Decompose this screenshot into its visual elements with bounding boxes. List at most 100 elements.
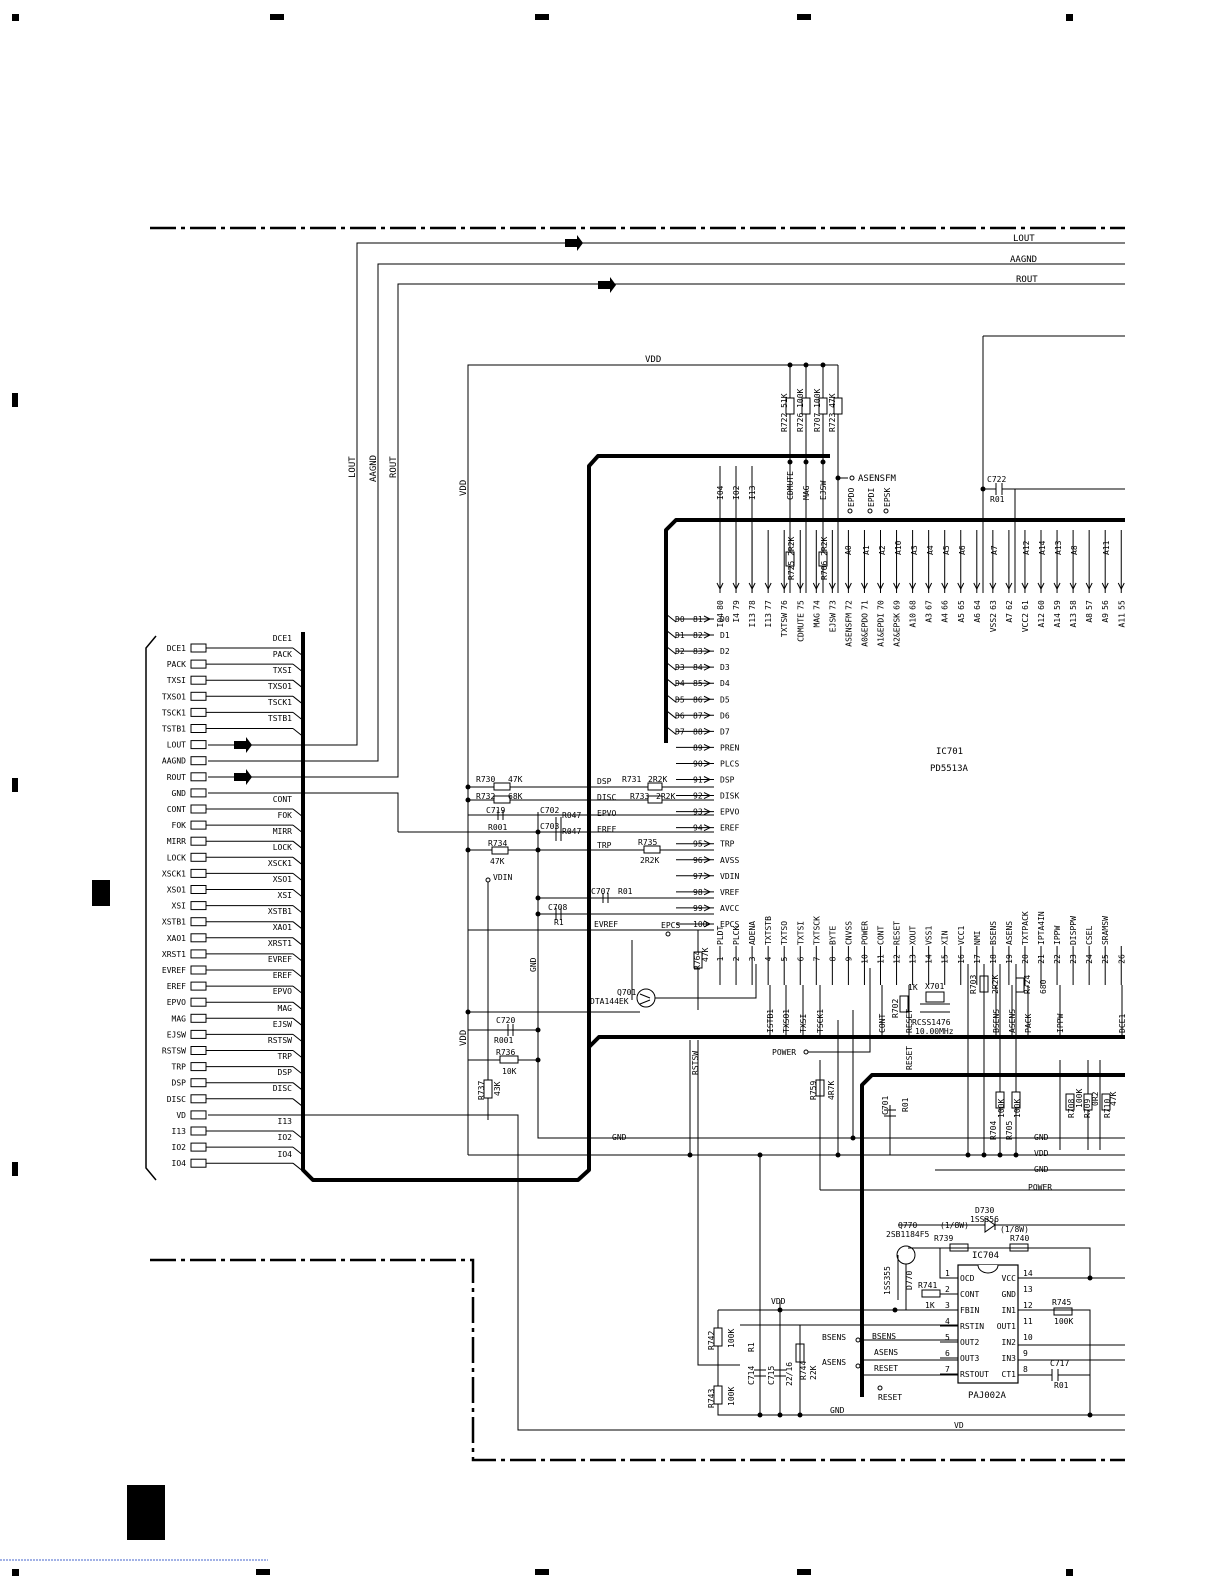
ic701-left-pin-arrow bbox=[703, 856, 712, 864]
evref-label: EVREF bbox=[594, 920, 618, 929]
c707-value: R01 bbox=[618, 887, 633, 896]
c707-label: C707 bbox=[591, 887, 610, 896]
ic701-bottom-pin-name: CSEL bbox=[1085, 926, 1094, 945]
connector-bus-entry bbox=[292, 1146, 304, 1156]
r737-value: 43K bbox=[493, 1081, 502, 1096]
connector-bus-entry bbox=[292, 1162, 304, 1172]
ic701-top-pin-number: 66 bbox=[941, 600, 950, 610]
ic701-bottom-pin-name: BYTE bbox=[828, 926, 837, 945]
ic701-bottom-pin-number: 9 bbox=[844, 956, 853, 961]
top-bus-net-label: A11 bbox=[1102, 540, 1111, 555]
ic701-bottom-pin-number: 10 bbox=[860, 954, 869, 964]
r742-value: 100K bbox=[727, 1329, 736, 1348]
ic701-top-pin-arrow bbox=[989, 582, 997, 591]
ic701-left-pin-number: 89 bbox=[693, 743, 703, 752]
power-section: POWER R759 4R7K C701 R01 RESET bbox=[772, 968, 914, 1190]
ic701-left-pin-arrow bbox=[703, 711, 712, 719]
ic701-top-pin-name: A3 bbox=[925, 613, 934, 623]
ic701-bottom-pin-number: 21 bbox=[1037, 954, 1046, 964]
data-bus-label: D0 bbox=[675, 615, 685, 624]
connector-pin-label: EPVO bbox=[167, 998, 186, 1007]
r731-value: 2R2K bbox=[648, 775, 667, 784]
bus-net-label: EPVO bbox=[273, 987, 292, 996]
connector-bus-entry bbox=[292, 873, 304, 882]
connector-bus-entry bbox=[292, 905, 304, 914]
r741-label: R741 bbox=[918, 1281, 937, 1290]
bus-net-label: CONT bbox=[273, 795, 292, 804]
ic701-top-pin-number: 60 bbox=[1037, 600, 1046, 610]
connector-bus-entry bbox=[292, 1050, 304, 1059]
ic701-bottom-pin-name: TXTSCK bbox=[812, 916, 821, 945]
ic701-top-pin-name: A10 bbox=[909, 613, 918, 628]
ic704-left-pin-name: CONT bbox=[960, 1290, 979, 1299]
power-label: POWER bbox=[772, 1048, 796, 1057]
c720-label: C720 bbox=[496, 1016, 515, 1025]
r740-label: R740 bbox=[1010, 1234, 1029, 1243]
ic701-top-pin-arrow bbox=[1069, 582, 1077, 591]
connector-pin-label: XRST1 bbox=[162, 950, 186, 959]
connector-pin-label: RSTSW bbox=[162, 1047, 186, 1056]
bus-net-label: EVREF bbox=[268, 955, 292, 964]
c717-label: C717 bbox=[1050, 1359, 1069, 1368]
connector-bus-entry bbox=[292, 985, 304, 995]
top-bus-net-label: A14 bbox=[1038, 540, 1047, 555]
connector-pin-label: I13 bbox=[172, 1127, 187, 1136]
ic704-left-pin-number: 1 bbox=[945, 1269, 950, 1278]
connector-pin-label: TSTB1 bbox=[162, 725, 186, 734]
ic701-top-pin-name: A14 bbox=[1053, 613, 1062, 628]
ic701-top-pin-name: A13 bbox=[1069, 613, 1078, 628]
ic701-left-pin-number: 84 bbox=[693, 663, 703, 672]
ic701-left-pin-arrow bbox=[703, 840, 712, 848]
r704-value: 100K bbox=[997, 1099, 1006, 1118]
r730-label: R730 bbox=[476, 775, 495, 784]
ic701-top-pin-number: 73 bbox=[828, 600, 837, 610]
connector-pins: DCE1PACKTXSITXSO1TSCK1TSTB1LOUTAAGNDROUT… bbox=[162, 643, 304, 1172]
ic701-bottom-pin-number: 15 bbox=[941, 954, 950, 964]
ic701-top-pin-number: 63 bbox=[989, 600, 998, 610]
ic701-bottom-pin-name: XIN bbox=[941, 930, 950, 945]
ic701-bottom-pin-number: 13 bbox=[909, 954, 918, 964]
connector-bus-entry bbox=[292, 1066, 304, 1075]
r734-label: R734 bbox=[488, 839, 507, 848]
ic701-top-pins: 80I0479I478I1377I1376TXTSW75CDMUTE74MAG7… bbox=[716, 530, 1126, 647]
ic701-top-pin-arrow bbox=[844, 582, 852, 591]
r741-value: 1K bbox=[925, 1301, 935, 1310]
ic701-left-pin-arrow bbox=[703, 743, 712, 751]
ic704-right-pin-number: 12 bbox=[1023, 1301, 1033, 1310]
ic704: IC704 PAJ002A bbox=[957, 1251, 1019, 1401]
ic701-bottom-pin-number: 14 bbox=[925, 954, 934, 964]
bus-net-label: XRST1 bbox=[268, 939, 292, 948]
d730-label: D730 bbox=[975, 1206, 994, 1215]
data-bus-label: D3 bbox=[675, 663, 685, 672]
ic701-part: PD5513A bbox=[930, 764, 969, 774]
data-bus-entry bbox=[665, 629, 677, 639]
connector-bus-entry bbox=[292, 808, 304, 818]
connector-pin-pad bbox=[190, 643, 207, 653]
x701-part: RCSS1476 bbox=[912, 1018, 951, 1027]
ic701-bottom-pin-name: ASENS bbox=[1005, 921, 1014, 945]
ic704-right-pin-name: GND bbox=[1002, 1290, 1017, 1299]
ic701-left-pin-arrow bbox=[703, 631, 712, 639]
ic701-left-pin-name: EPVO bbox=[720, 808, 739, 817]
eref-net-label: EREF bbox=[597, 825, 616, 834]
aagnd-vertical-label: AAGND bbox=[369, 455, 379, 482]
connector-pin-pad bbox=[190, 997, 207, 1007]
ic701-top-pin-arrow bbox=[1101, 582, 1109, 591]
ic701-bottom-pin-number: 18 bbox=[989, 954, 998, 964]
ic701-left-pin-name: DSP bbox=[720, 776, 735, 785]
bus-net-label: LOCK bbox=[273, 843, 292, 852]
ic701-top-pin-name: EJSW bbox=[828, 613, 837, 632]
ic701-bottom-pin-number: 4 bbox=[764, 956, 773, 961]
ic704-right-pin-number: 8 bbox=[1023, 1365, 1028, 1374]
ic701-bottom-pin-number: 8 bbox=[828, 956, 837, 961]
ic701-left-pin-number: 83 bbox=[693, 647, 703, 656]
connector-pin-label: LOUT bbox=[167, 741, 186, 750]
ic701-top-pin-name: A6 bbox=[973, 613, 982, 623]
connector-pin-label: IO4 bbox=[172, 1159, 187, 1168]
c714-label: C714 bbox=[747, 1366, 756, 1385]
ic701-left-pin-number: 91 bbox=[693, 776, 703, 785]
r708-label: R708 bbox=[1067, 1099, 1076, 1118]
connector-bus-entry bbox=[292, 712, 304, 721]
ic701-bottom-pin-number: 23 bbox=[1069, 954, 1078, 964]
